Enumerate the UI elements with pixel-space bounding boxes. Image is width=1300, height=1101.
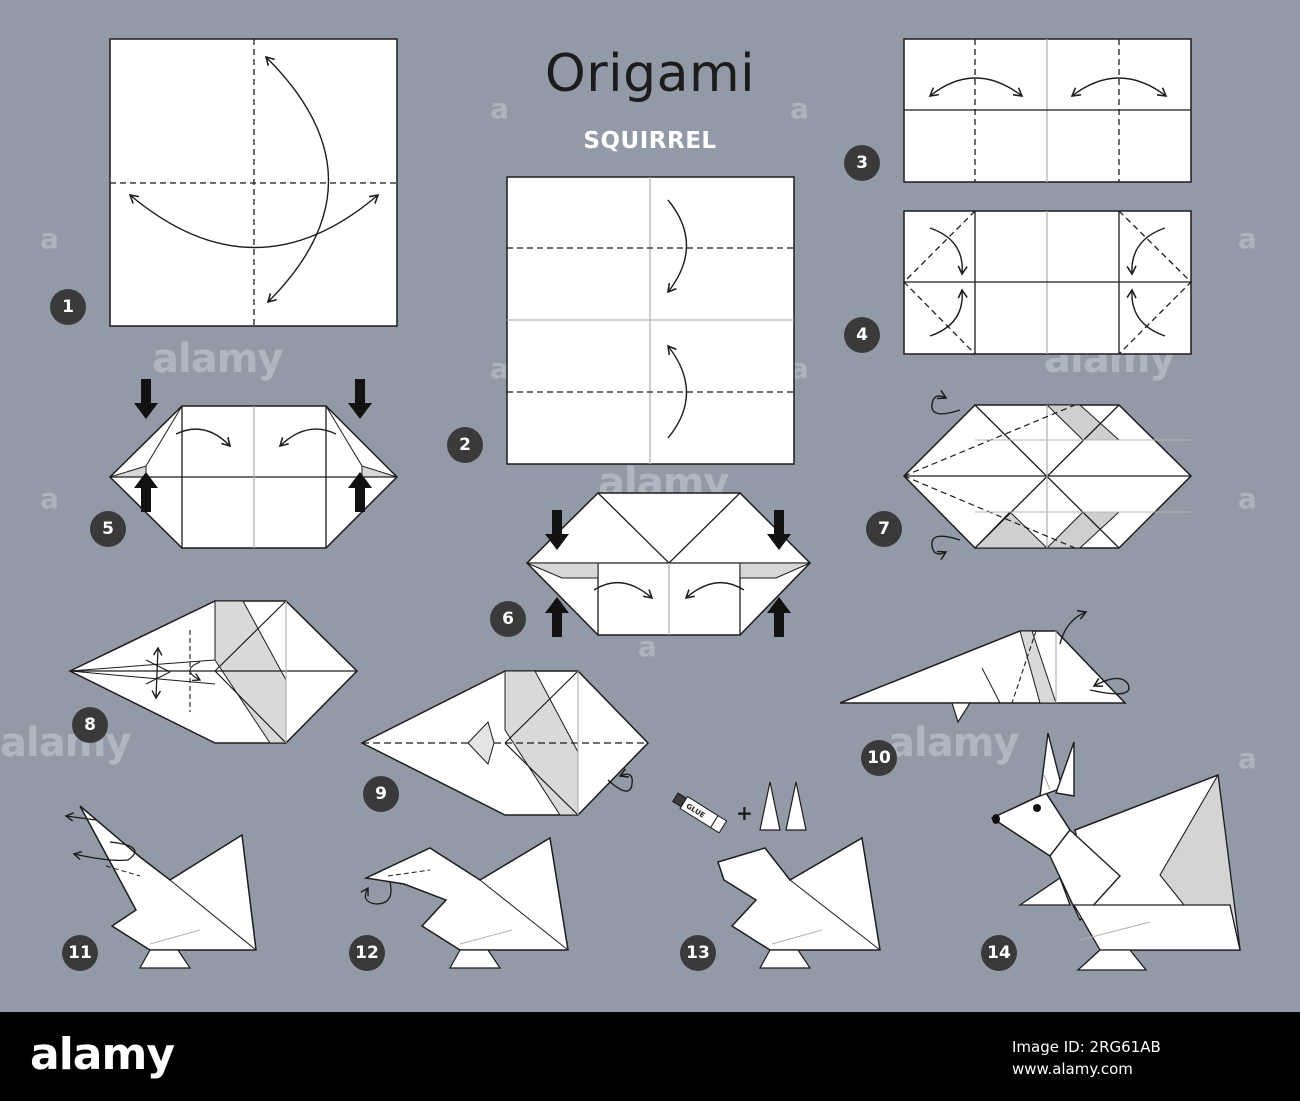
page-title: Origami [544, 44, 756, 104]
step-8-model [68, 600, 359, 744]
step-7-model [902, 390, 1193, 560]
step-13-model: GLUE + [672, 781, 881, 969]
watermark: alamy [152, 336, 283, 382]
watermark-letter: a [40, 482, 59, 515]
footer-url: www.alamy.com [1012, 1060, 1133, 1078]
squirrel-eye-icon [1033, 804, 1041, 812]
step-number-badge: 6 [490, 601, 526, 637]
step-number-badge: 7 [866, 511, 902, 547]
fold-arrow-icon [128, 193, 380, 249]
step-6-model [525, 492, 812, 637]
push-arrow-icon [767, 510, 791, 550]
step-number-badge: 3 [844, 145, 880, 181]
step-number-badge: 13 [680, 935, 716, 971]
step-10-model [839, 609, 1130, 724]
watermark-letter: a [1238, 222, 1257, 255]
squirrel-nose-icon [992, 814, 1000, 824]
fold-arrow-icon [929, 288, 968, 337]
fold-arrow-icon [64, 812, 97, 822]
ear-piece-icon [785, 781, 807, 831]
fold-arrow-icon [72, 841, 136, 862]
fold-arrow-icon [278, 428, 337, 448]
ear-piece-icon [759, 781, 781, 831]
push-arrow-icon [134, 472, 158, 512]
step-14-squirrel [990, 732, 1241, 971]
push-arrow-icon [348, 379, 372, 419]
step-number-badge: 8 [72, 707, 108, 743]
step-number-badge: 4 [844, 317, 880, 353]
alamy-logo: alamy [30, 1029, 175, 1080]
turn-over-icon [607, 768, 633, 792]
fold-arrow-icon [1126, 227, 1166, 276]
step-12-model [360, 836, 569, 969]
step-number-badge: 1 [50, 289, 86, 325]
step-4-paper [903, 210, 1192, 355]
step-number-badge: 9 [363, 776, 399, 812]
fold-arrow-icon [667, 344, 688, 439]
fold-arrow-icon [1070, 77, 1168, 97]
watermark-letter: a [1238, 742, 1257, 775]
watermark-letter: a [638, 630, 657, 663]
glue-stick-icon: GLUE [672, 792, 728, 834]
fold-arrow-icon [360, 881, 392, 905]
plus-sign: + [736, 801, 753, 825]
step-number-badge: 14 [981, 935, 1017, 971]
step-5-model [108, 379, 399, 549]
fold-arrow-icon [264, 55, 330, 304]
fold-arrow-icon [667, 199, 688, 294]
watermark-letter: a [490, 352, 509, 385]
watermark-letter: a [40, 222, 59, 255]
turn-over-icon [931, 535, 961, 560]
push-arrow-icon [545, 597, 569, 637]
push-arrow-icon [545, 510, 569, 550]
fold-arrow-icon [929, 227, 968, 276]
fold-arrow-icon [1126, 288, 1166, 337]
step-number-badge: 11 [62, 935, 98, 971]
push-arrow-icon [134, 379, 158, 419]
fold-arrow-icon [684, 581, 745, 600]
step-number-badge: 5 [90, 511, 126, 547]
fold-arrow-icon [151, 646, 163, 700]
fold-arrow-icon [593, 581, 654, 600]
step-2-paper [506, 176, 795, 465]
image-id: Image ID: 2RG61AB [1012, 1038, 1161, 1056]
page-subtitle: SQUIRREL [583, 128, 717, 154]
instruction-diagram: alamy alamy alamy alamy alamy a a a a a … [0, 0, 1300, 1012]
diagram-canvas: GLUE + [64, 38, 1241, 971]
watermark-letter: a [1238, 482, 1257, 515]
step-11-model [64, 805, 257, 969]
step-1-paper [109, 38, 398, 327]
fold-arrow-icon [175, 428, 232, 448]
step-number-badge: 10 [861, 740, 897, 776]
step-3-paper [903, 38, 1192, 183]
step-number-badge: 2 [447, 427, 483, 463]
step-number-badge: 12 [349, 935, 385, 971]
push-arrow-icon [348, 472, 372, 512]
step-9-model [360, 670, 650, 816]
watermark: alamy [0, 720, 131, 766]
watermark-letter: a [790, 92, 809, 125]
fold-arrow-icon [1059, 609, 1088, 645]
turn-over-icon [931, 390, 961, 415]
fold-arrow-icon [928, 77, 1024, 97]
watermark: alamy [888, 720, 1019, 766]
watermark-letter: a [490, 92, 509, 125]
push-arrow-icon [767, 597, 791, 637]
fold-arrow-icon [1089, 677, 1130, 695]
stock-footer-bar: alamy Image ID: 2RG61AB www.alamy.com [0, 1012, 1300, 1101]
